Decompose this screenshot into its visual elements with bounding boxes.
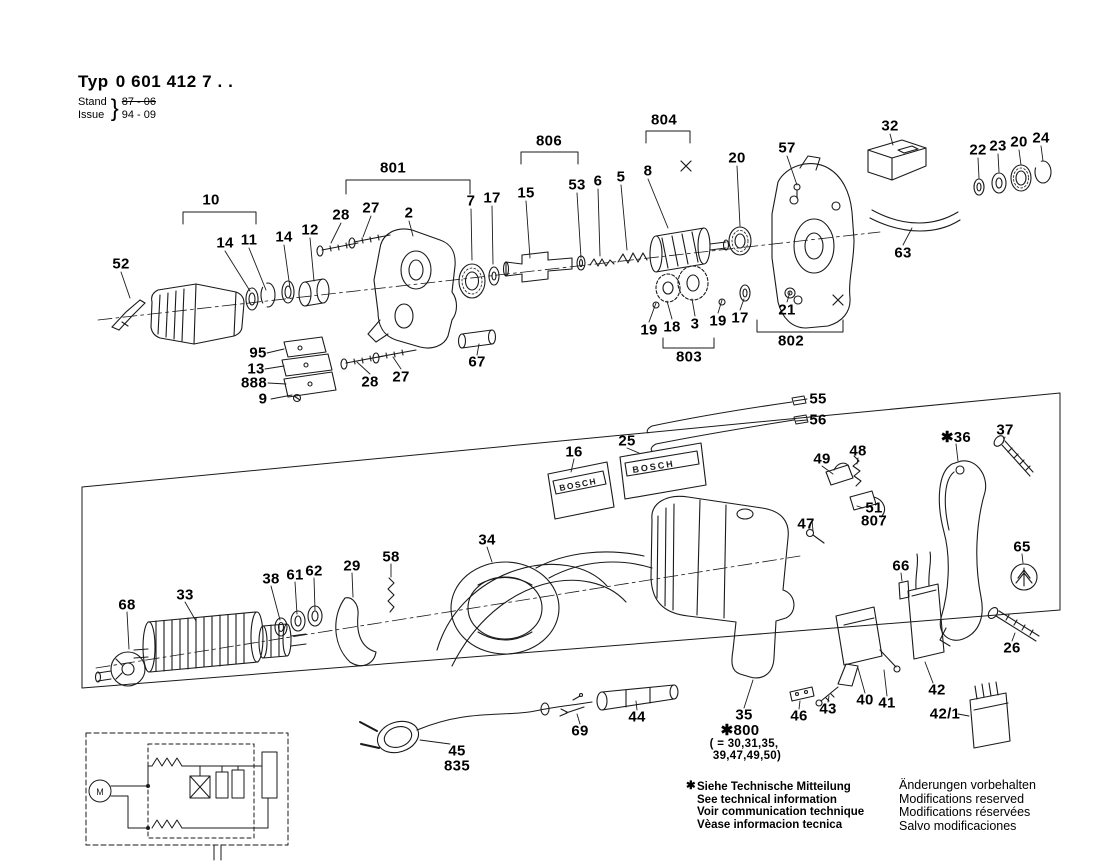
baffle-29 bbox=[335, 597, 377, 667]
ball-19b bbox=[718, 298, 726, 306]
spring-5 bbox=[617, 252, 648, 264]
leader-lines bbox=[120, 133, 1044, 745]
modifications-note-block: Änderungen vorbehalten Modifications res… bbox=[899, 778, 1036, 833]
ring-17a bbox=[488, 266, 500, 286]
ball-19a bbox=[652, 301, 660, 309]
title-block: Typ 0 601 412 7 . . Stand Issue } 87 - 06… bbox=[78, 72, 233, 123]
chuck-washers bbox=[245, 280, 295, 311]
motor-housing-35 bbox=[650, 495, 795, 679]
issue-value: 94 - 09 bbox=[121, 109, 157, 121]
washers-22-23-20-24 bbox=[973, 160, 1052, 196]
screw-37 bbox=[993, 435, 1034, 477]
spindle-15 bbox=[502, 251, 573, 283]
stator-34 bbox=[436, 551, 653, 667]
issue-label: Issue bbox=[78, 109, 105, 121]
tech-note-line-3: Voir communication technique bbox=[697, 806, 865, 818]
brush-leads-55-56 bbox=[646, 395, 809, 452]
stand-label: Stand bbox=[78, 96, 107, 108]
wiring-schematic: M bbox=[85, 732, 289, 861]
spring-48 bbox=[852, 455, 862, 487]
gear-3 bbox=[677, 265, 709, 301]
typ-label: Typ bbox=[78, 72, 109, 91]
switch-assembly-40-41 bbox=[835, 606, 901, 687]
bosch-plate-25: BOSCH bbox=[619, 442, 707, 500]
ring-17b bbox=[739, 284, 751, 302]
handle-shell-36 bbox=[938, 460, 987, 647]
nameplates-95-13-888 bbox=[281, 336, 337, 403]
switch-32 bbox=[867, 139, 927, 181]
bearing-7 bbox=[458, 263, 486, 299]
stand-value: 87 - 06 bbox=[121, 96, 157, 108]
type-number-row: Typ 0 601 412 7 . . bbox=[78, 72, 233, 92]
lower-center-axis bbox=[95, 555, 801, 669]
mods-line-4: Salvo modificaciones bbox=[899, 818, 1017, 833]
mods-line-2: Modifications reserved bbox=[899, 791, 1025, 806]
bearing-flange-68 bbox=[94, 651, 146, 687]
bosch-plate-16: BOSCH bbox=[547, 461, 615, 520]
brush-holder-49 bbox=[825, 462, 854, 486]
group-brackets bbox=[182, 130, 844, 349]
screwdriver-bit bbox=[111, 299, 146, 331]
screws-top bbox=[316, 234, 391, 257]
brace-glyph: } bbox=[110, 95, 119, 122]
tech-note-line-1: ✱Siehe Technische Mitteilung bbox=[686, 780, 851, 793]
cable-sleeve-44 bbox=[596, 684, 679, 711]
motor-symbol-label: M bbox=[96, 787, 104, 797]
screw-26 bbox=[987, 607, 1040, 642]
screws-lower bbox=[340, 349, 417, 370]
washers-38-61-62 bbox=[274, 605, 323, 637]
cord-clamp-46 bbox=[789, 686, 815, 702]
terminal-block-42-1 bbox=[969, 681, 1011, 749]
spacer-12 bbox=[298, 278, 330, 307]
leads-63 bbox=[869, 209, 961, 232]
pin-67 bbox=[457, 329, 497, 349]
x-marks bbox=[680, 160, 844, 306]
terminal-69 bbox=[559, 692, 585, 717]
drill-chuck bbox=[150, 283, 245, 345]
gear-housing-2 bbox=[367, 228, 458, 349]
mods-line-1: Änderungen vorbehalten bbox=[899, 778, 1036, 792]
tech-note-line-2: See technical information bbox=[697, 793, 837, 806]
bearing-20 bbox=[728, 226, 752, 256]
armature-33 bbox=[133, 611, 307, 673]
panel-outline bbox=[81, 392, 1061, 689]
footnote-star: ✱ bbox=[686, 780, 696, 792]
suppressor-42 bbox=[907, 551, 945, 660]
gear-18 bbox=[655, 273, 681, 303]
power-cord-45 bbox=[359, 701, 593, 754]
typ-number: 0 601 412 7 . . bbox=[115, 72, 234, 91]
tech-note-line-4: Vèase informacion tecnica bbox=[697, 818, 843, 831]
stand-issue-block: Stand Issue } 87 - 06 94 - 09 bbox=[78, 95, 233, 123]
screw-43 bbox=[815, 686, 839, 707]
bearing-21 bbox=[784, 287, 796, 299]
spring-6 bbox=[589, 258, 615, 267]
screw-47 bbox=[805, 528, 825, 544]
technical-note-block: ✱Siehe Technische Mitteilung See technic… bbox=[686, 780, 865, 831]
carbon-brush-51 bbox=[849, 490, 886, 518]
bearing-bracket-802 bbox=[771, 155, 855, 329]
sticker-65 bbox=[1010, 563, 1038, 591]
mods-line-3: Modifications réservées bbox=[899, 805, 1031, 819]
drive-gear-8 bbox=[649, 227, 730, 273]
spring-58 bbox=[387, 577, 395, 613]
pin-66 bbox=[898, 580, 910, 600]
